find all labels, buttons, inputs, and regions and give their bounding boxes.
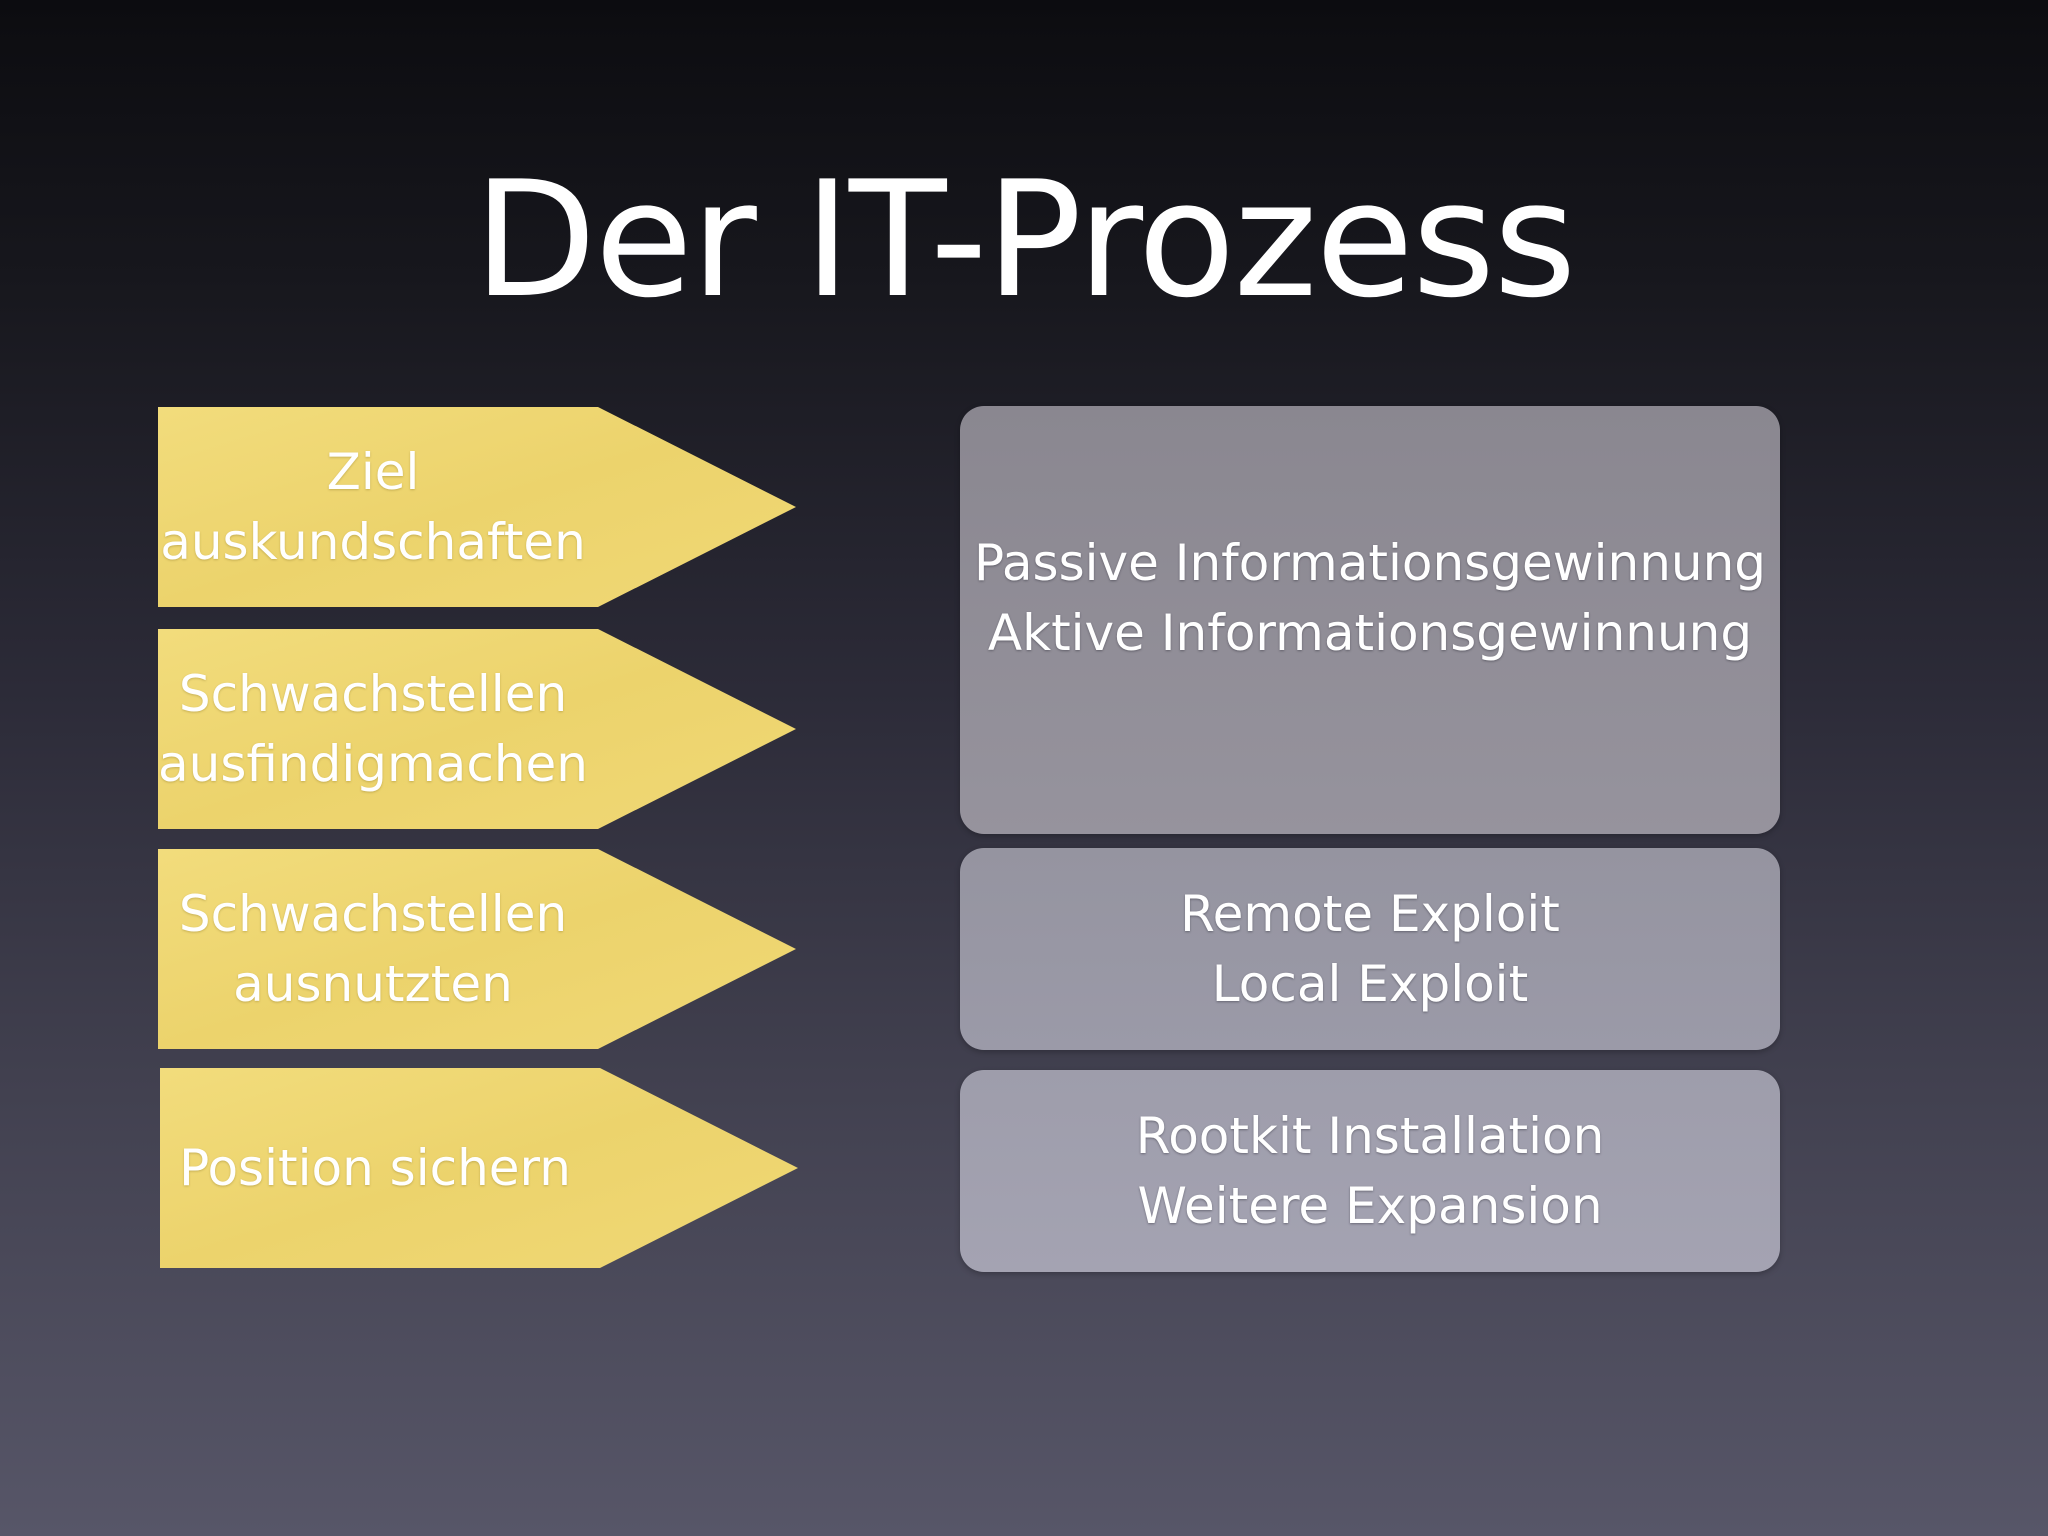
step-label: Position sichern: [179, 1068, 571, 1268]
detail-box-2: Remote Exploit Local Exploit: [960, 848, 1780, 1050]
arrow-shape-2: [158, 629, 796, 829]
detail-line1: Remote Exploit: [1180, 885, 1560, 943]
step-label-line1: Ziel: [326, 443, 420, 501]
process-step-1: Ziel auskundschaften: [158, 407, 798, 607]
detail-line2: Weitere Expansion: [1137, 1177, 1603, 1235]
step-label-line2: ausnutzten: [233, 955, 513, 1013]
arrow-shape-4: [160, 1068, 798, 1268]
slide-title: Der IT-Prozess: [473, 146, 1576, 333]
process-step-3: Schwachstellen ausnutzten: [158, 849, 798, 1049]
step-label: Schwachstellen ausfindigmachen: [158, 629, 588, 829]
step-label: Ziel auskundschaften: [160, 407, 586, 607]
detail-lines: Passive Informationsgewinnung Aktive Inf…: [974, 528, 1766, 668]
detail-line2: Aktive Informationsgewinnung: [987, 604, 1753, 662]
arrow-shape-1: [158, 407, 796, 607]
process-step-4: Position sichern: [160, 1068, 800, 1268]
detail-line1: Passive Informationsgewinnung: [973, 534, 1767, 592]
step-label-line1: Position sichern: [179, 1139, 571, 1197]
detail-line2: Local Exploit: [1211, 955, 1529, 1013]
detail-box-1: Passive Informationsgewinnung Aktive Inf…: [960, 406, 1780, 834]
step-label-line1: Schwachstellen: [178, 885, 568, 943]
detail-line1: Rootkit Installation: [1135, 1107, 1605, 1165]
step-label: Schwachstellen ausnutzten: [178, 849, 568, 1049]
step-label-line2: auskundschaften: [160, 513, 586, 571]
process-step-2: Schwachstellen ausfindigmachen: [158, 629, 798, 829]
detail-lines: Rootkit Installation Weitere Expansion: [1136, 1101, 1605, 1241]
detail-box-3: Rootkit Installation Weitere Expansion: [960, 1070, 1780, 1272]
arrow-shape-3: [158, 849, 796, 1049]
detail-lines: Remote Exploit Local Exploit: [1180, 879, 1560, 1019]
step-label-line2: ausfindigmachen: [158, 735, 588, 793]
step-label-line1: Schwachstellen: [178, 665, 568, 723]
